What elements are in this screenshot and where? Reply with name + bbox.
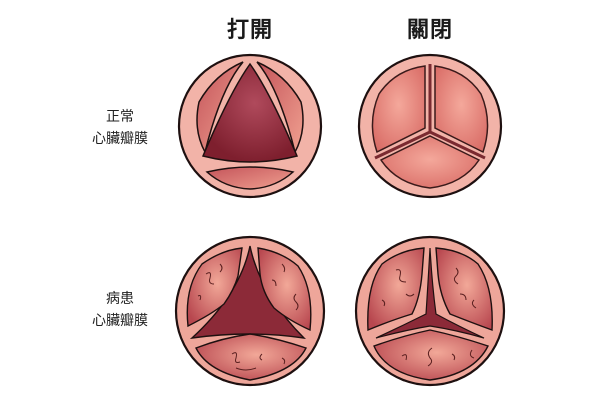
diseased-valve-open-illustration: [174, 235, 326, 387]
normal-valve-open-illustration: [177, 53, 323, 199]
row-label-normal-line2: 心臟瓣膜: [92, 131, 148, 147]
column-title-closed: 關閉: [406, 18, 453, 43]
row-label-diseased-line2: 心臟瓣膜: [92, 313, 148, 329]
normal-valve-closed-illustration: [357, 53, 503, 199]
row-label-diseased: 病患 心臟瓣膜: [70, 288, 170, 332]
row-label-normal-line1: 正常: [106, 109, 134, 125]
row-label-diseased-line1: 病患: [106, 291, 134, 307]
diseased-valve-closed-illustration: [354, 235, 506, 387]
row-label-normal: 正常 心臟瓣膜: [70, 106, 170, 150]
column-title-open: 打開: [226, 18, 273, 43]
